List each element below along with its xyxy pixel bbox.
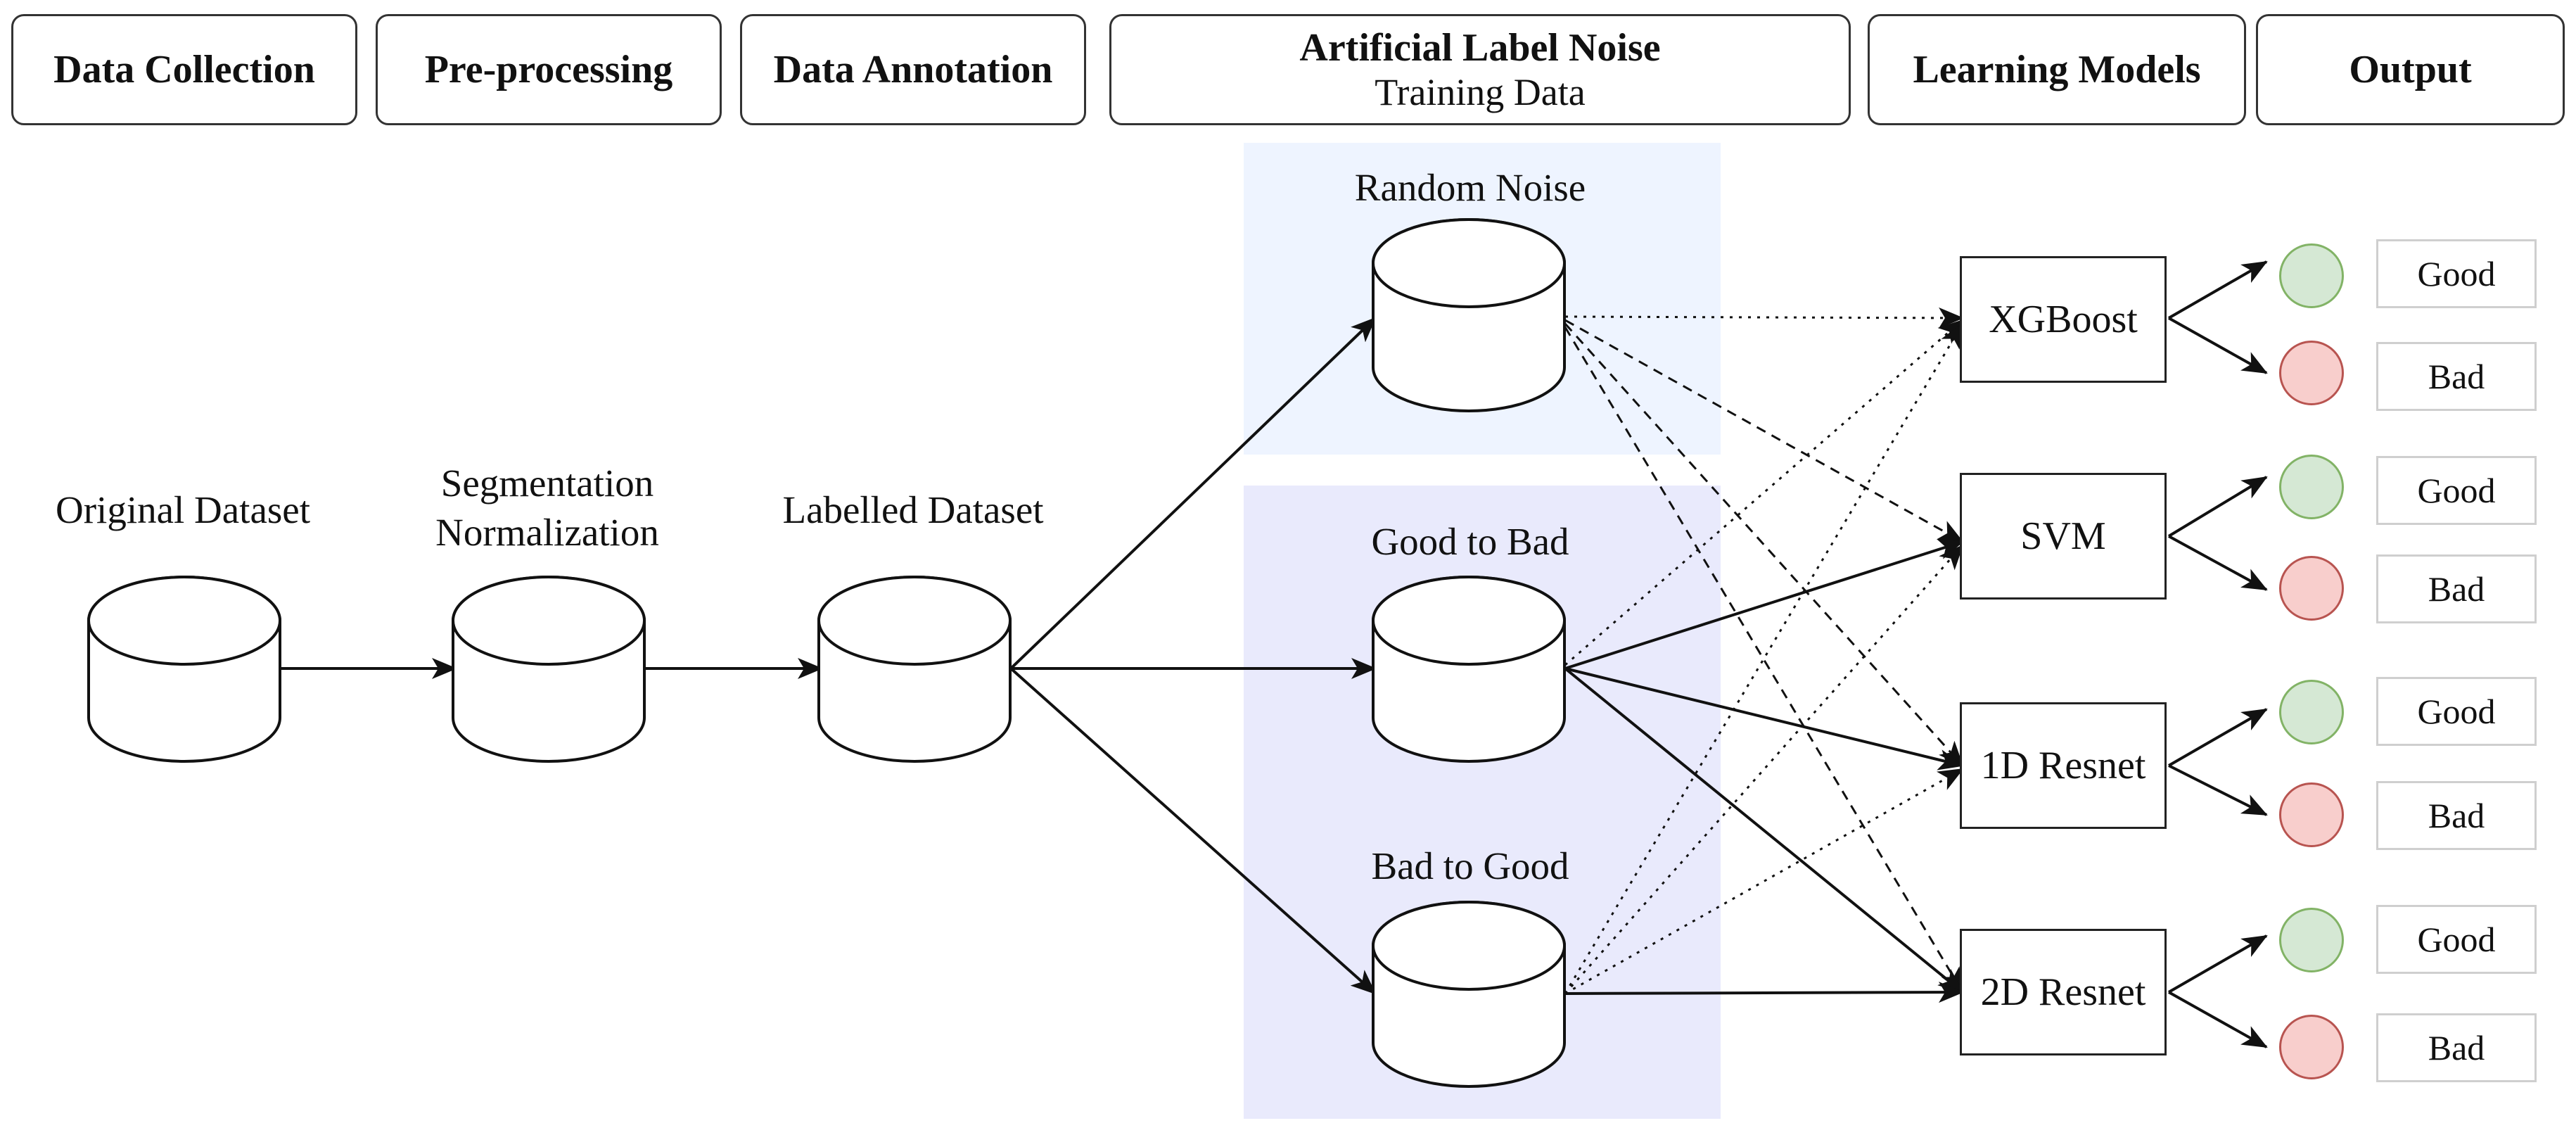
header-learning-models: Learning Models [1868, 14, 2246, 125]
edge-good-to-bad-to-svm [1564, 539, 1964, 670]
edge-xgboost-bad [2168, 317, 2268, 374]
output-good-label: Good [2376, 905, 2537, 974]
edge-random-to-resnet1d [1564, 322, 1964, 767]
header-label-noise-title: Artificial Label Noise [1299, 26, 1661, 70]
header-pre-processing: Pre-processing [376, 14, 722, 125]
header-label-noise-subtitle: Training Data [1375, 71, 1586, 113]
header-data-collection-label: Data Collection [53, 48, 315, 91]
output-bad-label: Bad [2376, 342, 2537, 411]
model-xgboost: XGBoost [1960, 256, 2167, 383]
edge-bad-to-good-to-resnet1d [1564, 768, 1964, 995]
edge-random-to-resnet2d [1564, 326, 1964, 994]
random-noise-label: Random Noise [1354, 166, 1586, 209]
model-1d-resnet-label: 1D Resnet [1980, 744, 2146, 787]
header-pre-processing-label: Pre-processing [424, 48, 673, 91]
labelled-dataset-label: Labelled Dataset [782, 488, 1044, 531]
model-svm-label: SVM [2020, 514, 2106, 558]
edge-good-to-bad-to-resnet1d [1564, 667, 1964, 771]
labelled-dataset-cylinder-top [817, 576, 1012, 666]
edge-resnet2d-good [2168, 934, 2268, 994]
output-bad-label: Bad [2376, 554, 2537, 623]
header-data-annotation: Data Annotation [740, 14, 1086, 125]
output-good-label: Good [2376, 239, 2537, 308]
header-artificial-label-noise: Artificial Label Noise Training Data [1109, 14, 1851, 125]
output-bad-circle [2279, 1015, 2344, 1079]
good-to-bad-label: Good to Bad [1371, 520, 1569, 563]
edge-bad-to-good-to-xgboost [1564, 322, 1964, 994]
random-noise-cylinder-top [1372, 218, 1566, 308]
header-output: Output [2256, 14, 2565, 125]
output-good-circle [2279, 908, 2344, 972]
output-good-circle [2279, 243, 2344, 308]
edge-xgboost-good [2168, 260, 2268, 319]
header-output-label: Output [2349, 48, 2472, 91]
model-xgboost-label: XGBoost [1989, 298, 2138, 341]
edge-svm-good [2167, 476, 2268, 538]
edge-random-to-xgboost [1564, 307, 1964, 329]
edge-resnet2d-bad [2168, 991, 2268, 1048]
segmentation-label: Segmentation [440, 462, 654, 505]
output-bad-label: Bad [2376, 1013, 2537, 1082]
original-dataset-label: Original Dataset [56, 488, 310, 531]
output-bad-circle [2279, 782, 2344, 847]
output-bad-circle [2279, 341, 2344, 405]
edge-good-to-bad-to-xgboost [1564, 319, 1964, 666]
edge-bad-to-good-to-svm [1564, 544, 1964, 994]
edge-bad-to-good-to-resnet2d [1564, 982, 1964, 1003]
output-good-circle [2279, 455, 2344, 519]
good-to-bad-cylinder-top [1372, 576, 1566, 666]
model-svm: SVM [1960, 473, 2167, 600]
output-good-label: Good [2376, 677, 2537, 746]
arrow-labelled-to-bad-to-good [1009, 667, 1377, 995]
model-1d-resnet: 1D Resnet [1960, 702, 2167, 829]
output-good-label: Good [2376, 456, 2537, 525]
model-2d-resnet-label: 2D Resnet [1980, 970, 2146, 1014]
edge-svm-bad [2168, 535, 2268, 591]
bad-to-good-cylinder-top [1372, 901, 1566, 991]
edge-random-to-svm [1564, 319, 1964, 543]
output-bad-circle [2279, 556, 2344, 621]
edge-resnet1d-good [2168, 708, 2268, 767]
output-good-circle [2279, 680, 2344, 744]
header-data-annotation-label: Data Annotation [773, 48, 1053, 91]
arrow-labelled-to-random [1009, 317, 1377, 670]
edge-resnet1d-bad [2168, 764, 2268, 816]
output-bad-label: Bad [2376, 781, 2537, 850]
model-2d-resnet: 2D Resnet [1960, 929, 2167, 1055]
edge-good-to-bad-to-resnet2d [1564, 667, 1964, 994]
header-data-collection: Data Collection [11, 14, 357, 125]
segmentation-cylinder-top [452, 576, 646, 666]
normalization-label: Normalization [435, 511, 659, 554]
bad-to-good-label: Bad to Good [1371, 844, 1569, 887]
original-dataset-cylinder-top [87, 576, 281, 666]
header-learning-models-label: Learning Models [1913, 48, 2201, 91]
